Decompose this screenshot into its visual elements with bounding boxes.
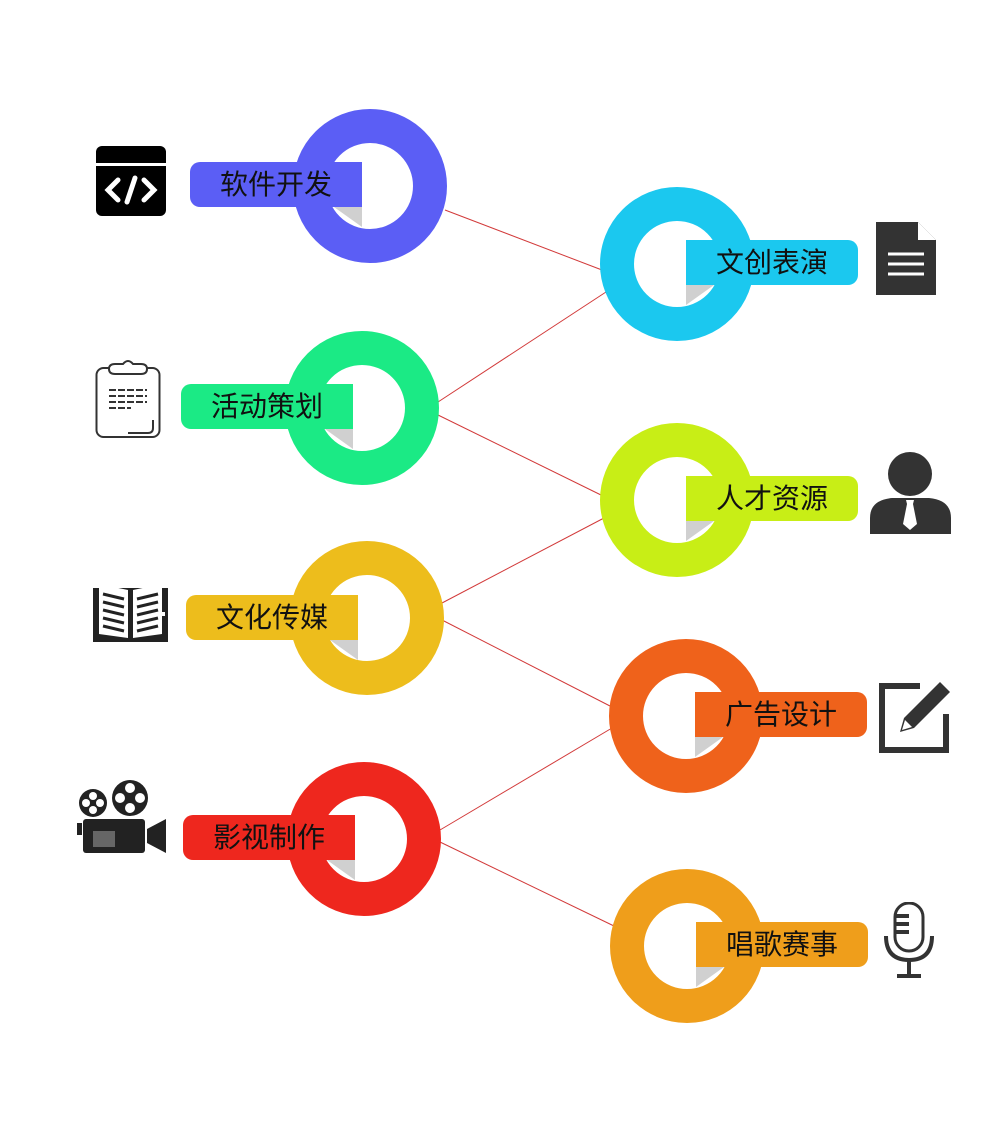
connector — [439, 841, 615, 927]
document-icon — [876, 222, 936, 295]
clipboard-icon — [95, 360, 161, 438]
edit-icon — [879, 682, 950, 753]
connector — [441, 517, 605, 604]
connector — [444, 209, 603, 271]
microphone-icon — [884, 902, 934, 978]
connector — [437, 291, 607, 403]
node-label: 活动策划 — [181, 384, 353, 429]
node-label: 唱歌赛事 — [696, 922, 868, 967]
movie-camera-icon — [77, 780, 166, 853]
person-icon — [870, 452, 951, 534]
connector — [437, 414, 602, 496]
code-window-icon — [96, 146, 166, 216]
node-label: 文化传媒 — [186, 595, 358, 640]
label-fold — [696, 967, 724, 987]
book-icon — [93, 584, 168, 642]
label-fold — [686, 285, 714, 305]
label-fold — [334, 207, 362, 227]
connector — [439, 727, 613, 831]
label-fold — [695, 737, 723, 757]
label-fold — [327, 860, 355, 880]
node-label: 人才资源 — [686, 476, 858, 521]
node-label: 影视制作 — [183, 815, 355, 860]
label-fold — [325, 429, 353, 449]
label-fold — [330, 640, 358, 660]
node-label: 软件开发 — [190, 162, 362, 207]
connector — [441, 619, 611, 707]
label-fold — [686, 521, 714, 541]
node-label: 文创表演 — [686, 240, 858, 285]
node-label: 广告设计 — [695, 692, 867, 737]
